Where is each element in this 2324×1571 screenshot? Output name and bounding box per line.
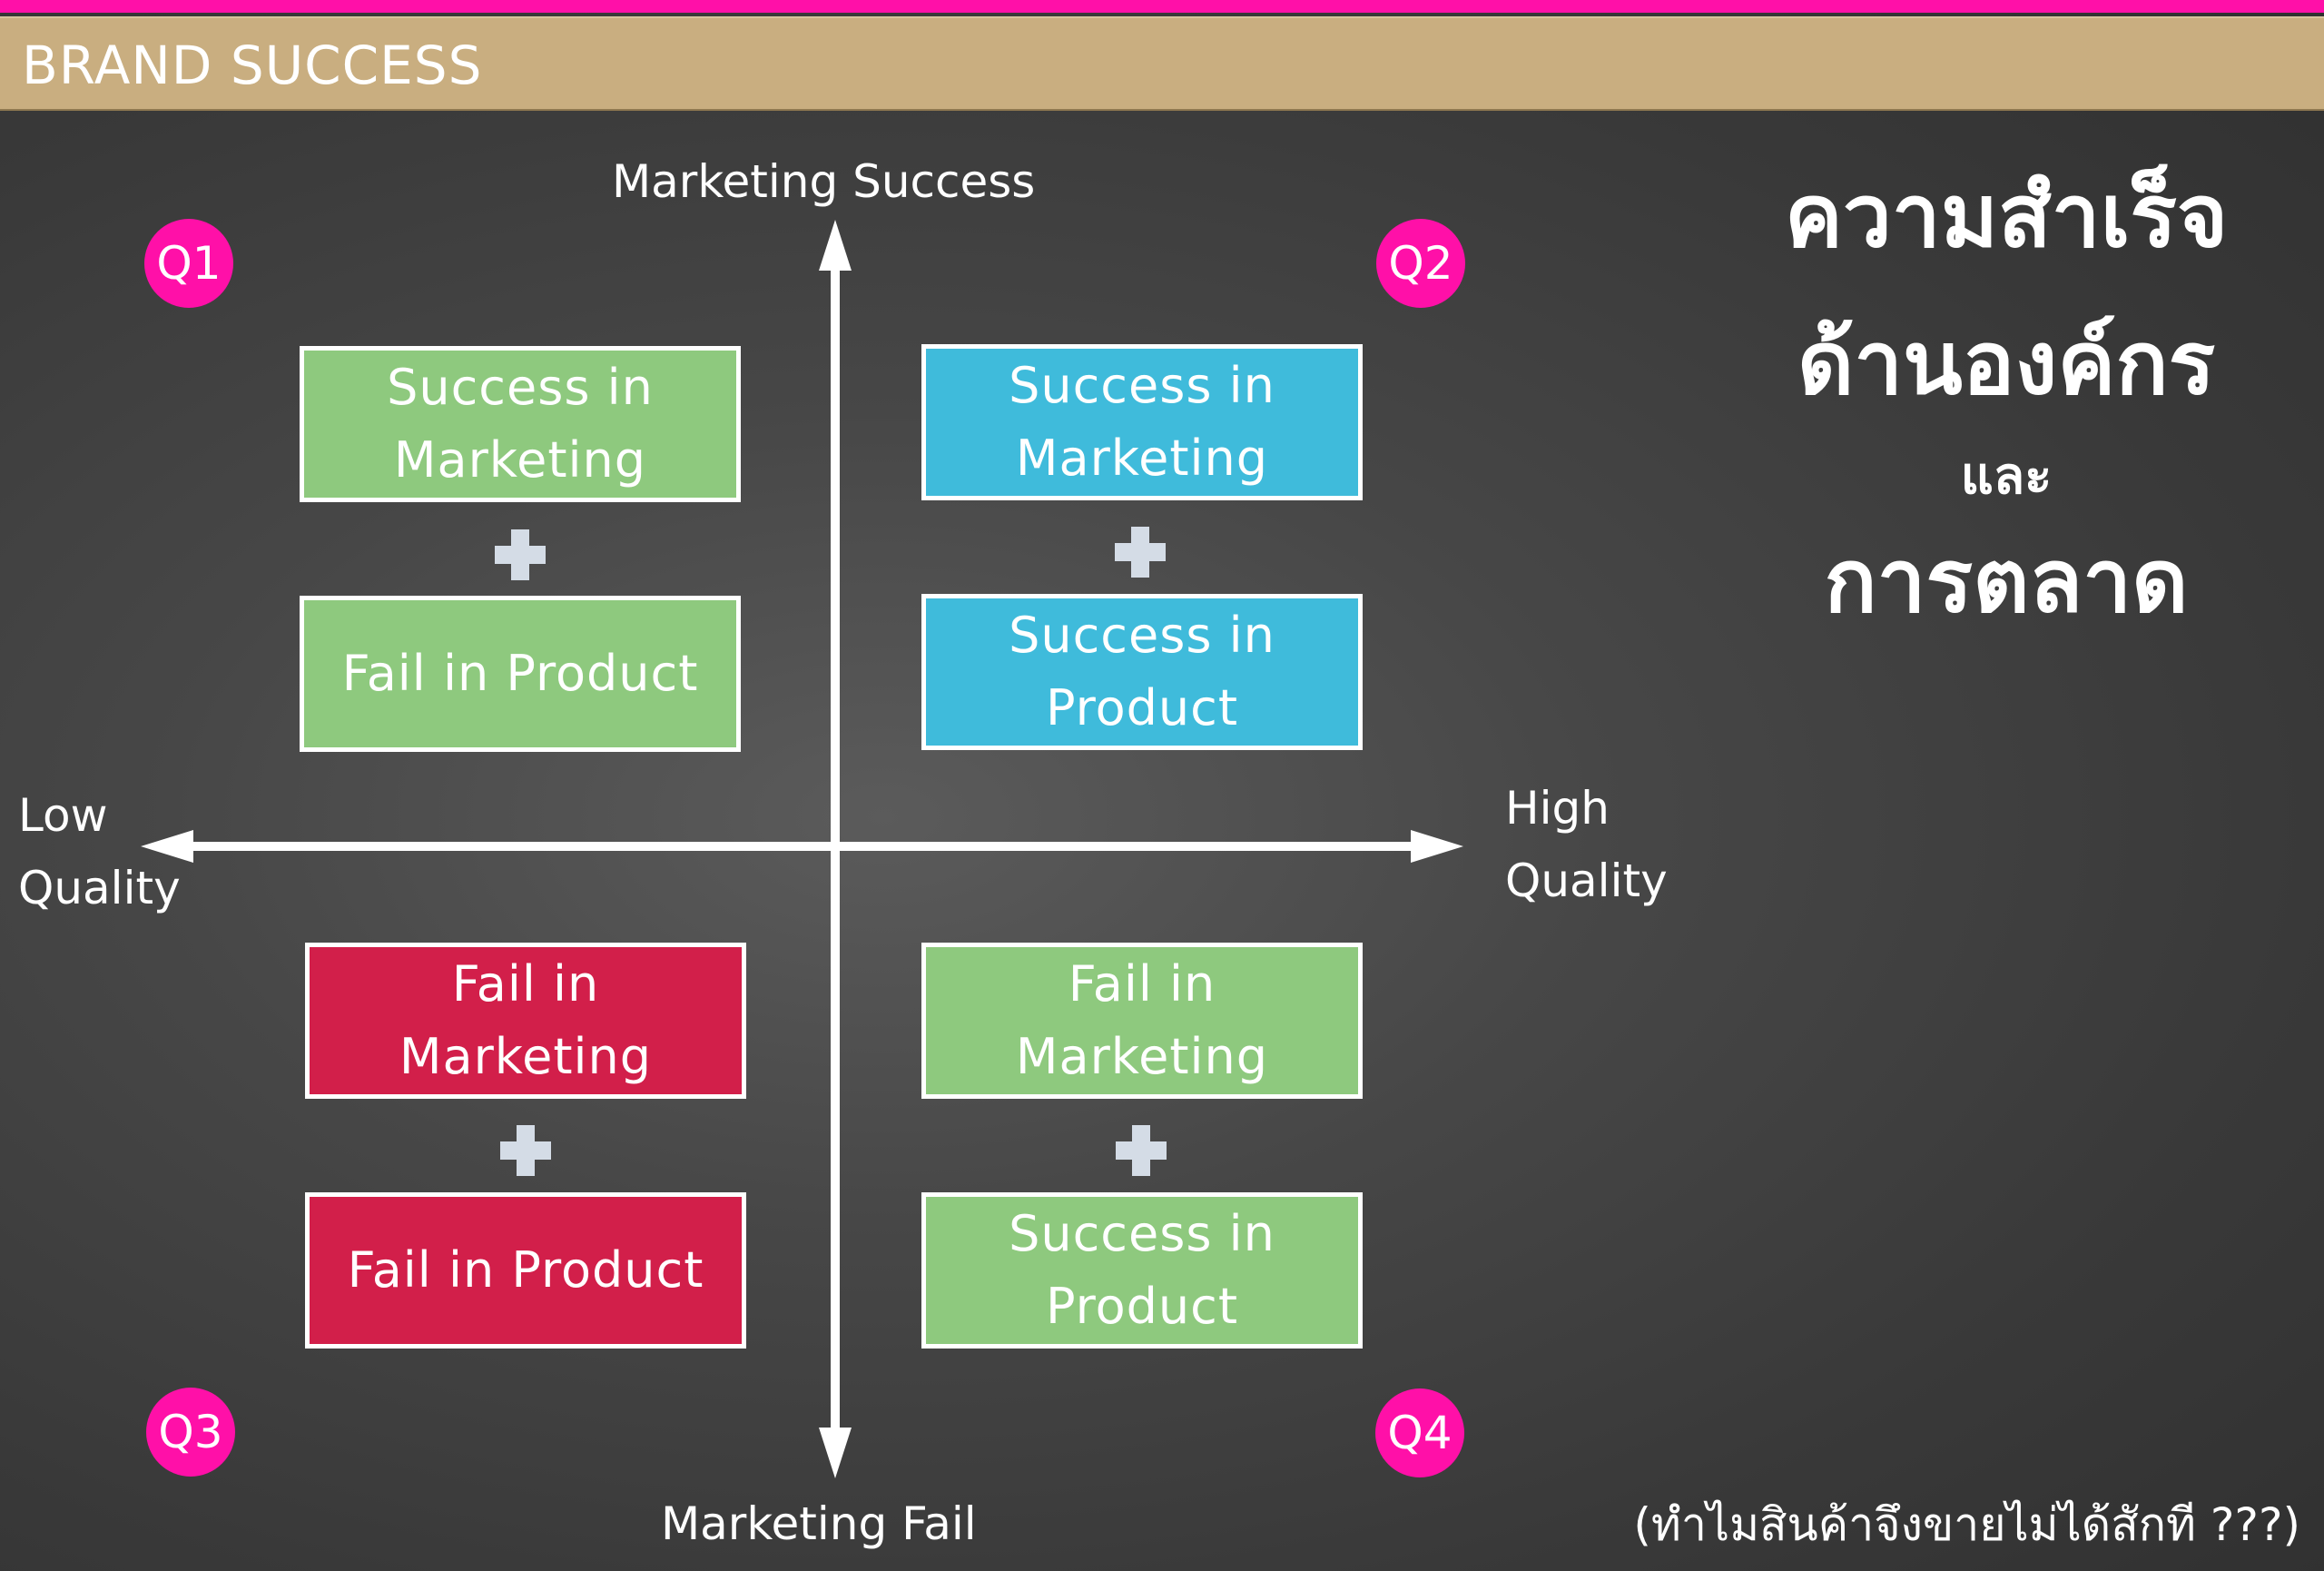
axis-arrow-up: [819, 220, 852, 271]
q3-product-box: Fail in Product: [305, 1192, 746, 1349]
q1-product-line1: Fail in Product: [341, 645, 699, 702]
q2-marketing-line1: Success in: [1009, 357, 1275, 414]
q4-product-line1: Success in: [1009, 1205, 1275, 1262]
q3-product-line1: Fail in Product: [347, 1241, 704, 1299]
side-heading-line1: ความสำเร็จ: [1784, 165, 2229, 267]
q3-badge: Q3: [146, 1388, 235, 1477]
plus-icon: [1115, 527, 1166, 578]
side-heading-line4: การตลาด: [1824, 530, 2189, 632]
q3-marketing-box: Fail in Marketing: [305, 943, 746, 1099]
plus-icon: [500, 1125, 551, 1176]
side-heading-line3: และ: [1960, 447, 2053, 506]
q4-product-box: Success in Product: [921, 1192, 1363, 1349]
q2-badge: Q2: [1376, 219, 1465, 308]
axis-arrow-right: [1411, 830, 1463, 863]
q4-marketing-line2: Marketing: [1015, 1028, 1269, 1085]
q1-marketing-line2: Marketing: [393, 431, 647, 489]
q2-product-line2: Product: [1045, 679, 1238, 736]
side-heading-line2: ด้านองค์กร: [1797, 312, 2216, 414]
axis-label-right: High Quality: [1505, 772, 1668, 917]
plus-icon: [1116, 1125, 1167, 1176]
axis-label-bottom: Marketing Fail: [661, 1497, 977, 1550]
q3-marketing-line2: Marketing: [399, 1028, 653, 1085]
q3-marketing-line1: Fail in: [451, 955, 600, 1013]
q4-product-line2: Product: [1045, 1278, 1238, 1335]
title-bar: BRAND SUCCESS: [0, 16, 2324, 111]
q1-marketing-box: Success in Marketing: [300, 346, 741, 502]
axis-label-right-line2: Quality: [1505, 855, 1668, 907]
page-title: BRAND SUCCESS: [22, 35, 483, 96]
q2-marketing-box: Success in Marketing: [921, 344, 1363, 500]
axis-label-left: Low Quality: [18, 779, 181, 924]
q2-product-line1: Success in: [1009, 607, 1275, 664]
axis-arrow-left: [141, 830, 193, 863]
q2-product-box: Success in Product: [921, 594, 1363, 750]
footnote: (ทำไมสินค้าจึงขายไม่ได้สักที ???): [1633, 1498, 2300, 1551]
top-accent-stripe: [0, 0, 2324, 13]
axis-label-right-line1: High: [1505, 782, 1610, 835]
q2-marketing-line2: Marketing: [1015, 430, 1269, 487]
axis-arrow-down: [819, 1428, 852, 1478]
axis-label-left-line2: Quality: [18, 862, 181, 914]
axis-label-top: Marketing Success: [612, 155, 1036, 208]
q1-product-box: Fail in Product: [300, 596, 741, 752]
q4-badge: Q4: [1375, 1388, 1464, 1477]
axis-label-left-line1: Low: [18, 789, 108, 842]
q4-marketing-line1: Fail in: [1068, 955, 1216, 1013]
plus-icon: [495, 529, 546, 580]
q1-marketing-line1: Success in: [387, 359, 654, 416]
q1-badge: Q1: [144, 219, 233, 308]
q4-marketing-box: Fail in Marketing: [921, 943, 1363, 1099]
